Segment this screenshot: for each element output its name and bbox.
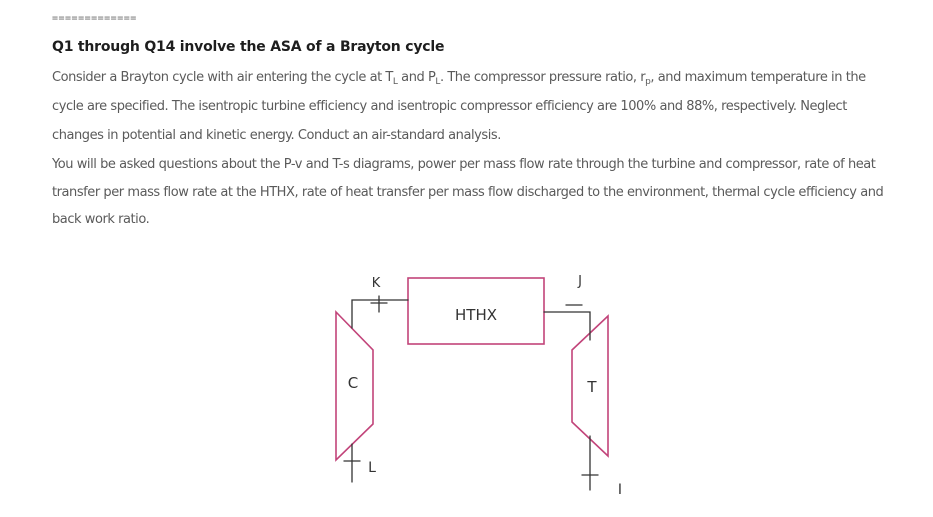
diagram-labels: HTHX C T K J L I	[348, 274, 622, 498]
problem-text-part-b: and P	[397, 70, 436, 85]
turbine-label: T	[586, 378, 597, 396]
section-divider: =============	[52, 13, 137, 24]
component-outlines	[335, 277, 609, 462]
state-l-label: L	[368, 460, 376, 476]
pipe-compressor-to-hthx	[351, 299, 409, 329]
state-j-label: J	[577, 274, 582, 289]
problem-text-part-a: Consider a Brayton cycle with air enteri…	[52, 70, 393, 85]
problem-text-part-c: . The compressor pressure ratio, r	[439, 70, 646, 85]
questions-overview: You will be asked questions about the P-…	[52, 157, 884, 227]
compressor-label: C	[348, 374, 358, 392]
question-title: Q1 through Q14 involve the ASA of a Bray…	[52, 39, 445, 55]
compressor-shape	[335, 310, 374, 462]
pipe-hthx-to-turbine	[543, 311, 591, 341]
problem-text-part-d: , and maximum temperature in the cycle a…	[52, 70, 866, 143]
subscript-l-pressure: L	[435, 77, 440, 87]
state-k-label: K	[372, 276, 381, 291]
problem-description: Consider a Brayton cycle with air enteri…	[52, 63, 892, 150]
subscript-p-ratio: p	[645, 77, 651, 87]
state-i-label: I	[618, 482, 622, 498]
hthx-box	[407, 277, 545, 345]
hthx-label: HTHX	[455, 306, 497, 324]
pipes	[343, 295, 599, 491]
subscript-l-temperature: L	[392, 77, 398, 87]
turbine-shape	[571, 314, 609, 458]
